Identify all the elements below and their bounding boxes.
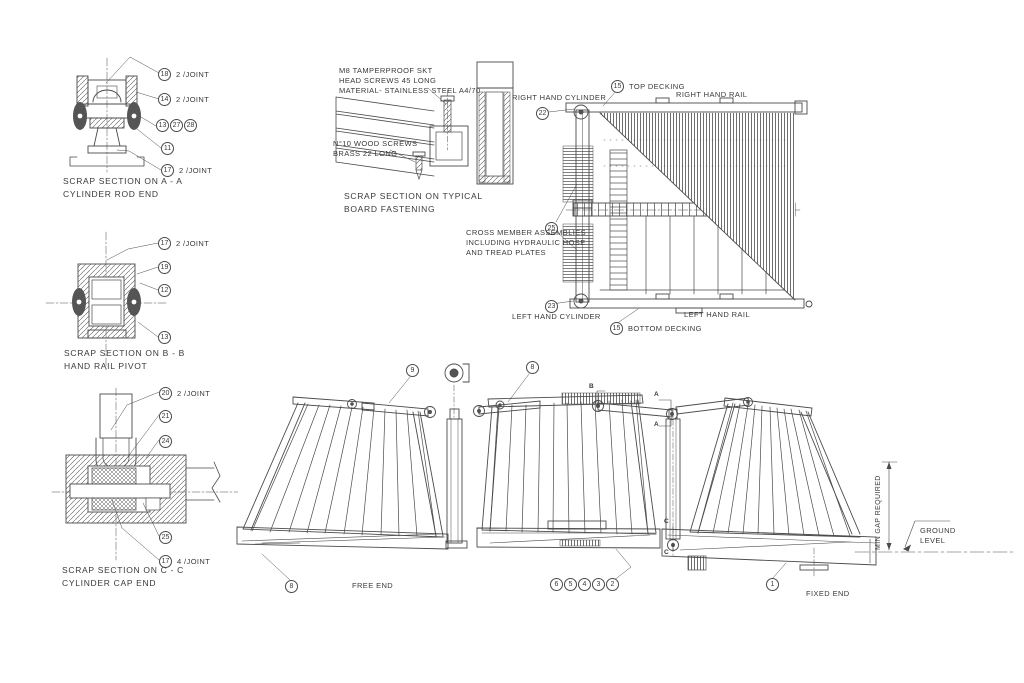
section-marker-b: B	[589, 383, 594, 390]
callout-row-14: 14 2 /JOINT	[158, 93, 209, 106]
section-marker-a-bottom: A	[654, 421, 659, 428]
plan-view-drawing	[548, 89, 813, 325]
balloon-1: 1	[766, 578, 779, 591]
balloon-15: 15	[611, 80, 624, 93]
callout-row-21: 21	[159, 410, 172, 423]
ground-level-label-1: GROUND	[920, 526, 956, 535]
callout-row-19: 19	[158, 261, 171, 274]
cross-member-note-1: CROSS MEMBER ASSEMBLIES	[466, 228, 587, 237]
left-hand-rail-label: LEFT HAND RAIL	[684, 310, 750, 319]
wood-screw-note-1: N°10 WOOD SCREWS	[333, 139, 418, 148]
balloon-17: 17	[158, 237, 171, 250]
balloon-13: 13	[158, 331, 171, 344]
balloon-25: 25	[545, 222, 558, 235]
balloon-17: 17	[159, 555, 172, 568]
m8-note-3: MATERIAL- STAINLESS STEEL A4/70	[339, 86, 481, 95]
wood-screw-note-2: BRASS 22 LONG	[333, 149, 398, 158]
elevation-drawing	[236, 363, 1014, 582]
callout-17b-qty: 2 /JOINT	[176, 239, 210, 248]
right-hand-cylinder-label: RIGHT HAND CYLINDER	[512, 93, 607, 102]
callout-row-8-top: 8	[526, 361, 539, 374]
balloon-12: 12	[158, 284, 171, 297]
balloon-22: 22	[536, 107, 549, 120]
section-marker-a-top: A	[654, 391, 659, 398]
callout-17c-qty: 4 /JOINT	[177, 557, 211, 566]
board-caption-2: BOARD FASTENING	[344, 204, 436, 214]
scrap-b-caption-1: SCRAP SECTION ON B - B	[64, 348, 186, 358]
balloon-8: 8	[285, 580, 298, 593]
scrap-c-caption-1: SCRAP SECTION ON C - C	[62, 565, 184, 575]
balloon-13: 13	[156, 119, 169, 132]
balloon-24: 24	[159, 435, 172, 448]
board-fastening-drawing	[335, 61, 514, 185]
scrap-a-caption-1: SCRAP SECTION ON A - A	[63, 176, 183, 186]
callout-row-8-free: 8	[285, 580, 298, 593]
callout-row-24: 24	[159, 435, 172, 448]
scrap-c-drawing	[51, 387, 239, 561]
balloon-9: 9	[406, 364, 419, 377]
balloon-3: 3	[592, 578, 605, 591]
scrap-a-caption-2: CYLINDER ROD END	[63, 189, 159, 199]
top-decking-label: TOP DECKING	[629, 82, 685, 91]
balloon-21: 21	[159, 410, 172, 423]
scrap-b-drawing	[45, 231, 169, 373]
callout-row-17a: 17 2 /JOINT	[161, 164, 212, 177]
scrap-c-caption-2: CYLINDER CAP END	[62, 578, 157, 588]
callout-row-15-bottom: 15 BOTTOM DECKING	[610, 322, 702, 335]
callout-row-11: 11	[161, 142, 174, 155]
ground-level-label-2: LEVEL	[920, 536, 946, 545]
callout-row-23: 23	[545, 300, 558, 313]
callout-row-13-27-28: 13 27 28	[156, 119, 197, 132]
balloon-4: 4	[578, 578, 591, 591]
callout-row-15-top: 15 TOP DECKING	[611, 80, 685, 93]
balloon-25: 25	[159, 531, 172, 544]
balloon-23: 23	[545, 300, 558, 313]
left-hand-cylinder-label: LEFT HAND CYLINDER	[512, 312, 601, 321]
scrap-b-caption-2: HAND RAIL PIVOT	[64, 361, 148, 371]
free-end-label: FREE END	[352, 581, 394, 590]
min-gap-label: MIN GAP REQUIRED	[875, 475, 882, 550]
callout-row-65432: 6 5 4 3 2	[550, 578, 619, 591]
callout-row-17b: 17 2 /JOINT	[158, 237, 209, 250]
balloon-17: 17	[161, 164, 174, 177]
balloon-28: 28	[184, 119, 197, 132]
board-caption-1: SCRAP SECTION ON TYPICAL	[344, 191, 483, 201]
m8-note-1: M8 TAMPERPROOF SKT	[339, 66, 433, 75]
callout-14-qty: 2 /JOINT	[176, 95, 210, 104]
callout-row-9: 9	[406, 364, 419, 377]
balloon-20: 20	[159, 387, 172, 400]
balloon-6: 6	[550, 578, 563, 591]
balloon-8: 8	[526, 361, 539, 374]
balloon-18: 18	[158, 68, 171, 81]
callout-row-13b: 13	[158, 331, 171, 344]
balloon-11: 11	[161, 142, 174, 155]
balloon-27: 27	[170, 119, 183, 132]
callout-row-25: 25	[545, 222, 558, 235]
right-hand-rail-label: RIGHT HAND RAIL	[676, 90, 748, 99]
section-marker-c-bottom: C	[664, 549, 669, 556]
cross-member-note-3: AND TREAD PLATES	[466, 248, 546, 257]
balloon-14: 14	[158, 93, 171, 106]
callout-17a-qty: 2 /JOINT	[179, 166, 213, 175]
section-marker-c-top: C	[664, 518, 669, 525]
fixed-end-label: FIXED END	[806, 589, 850, 598]
callout-row-22: 22	[536, 107, 549, 120]
callout-row-20: 20 2 /JOINT	[159, 387, 210, 400]
callout-row-1: 1	[766, 578, 779, 591]
callout-row-18: 18 2 /JOINT	[158, 68, 209, 81]
balloon-2: 2	[606, 578, 619, 591]
callout-row-12: 12	[158, 284, 171, 297]
m8-note-2: HEAD SCREWS 45 LONG	[339, 76, 437, 85]
scrap-a-drawing	[69, 56, 162, 173]
callout-18-qty: 2 /JOINT	[176, 70, 210, 79]
balloon-19: 19	[158, 261, 171, 274]
bottom-decking-label: BOTTOM DECKING	[628, 324, 702, 333]
callout-row-25c: 25	[159, 531, 172, 544]
balloon-5: 5	[564, 578, 577, 591]
callout-row-17c: 17 4 /JOINT	[159, 555, 210, 568]
callout-20-qty: 2 /JOINT	[177, 389, 211, 398]
balloon-15: 15	[610, 322, 623, 335]
cross-member-note-2: INCLUDING HYDRAULIC HOSE	[466, 238, 586, 247]
